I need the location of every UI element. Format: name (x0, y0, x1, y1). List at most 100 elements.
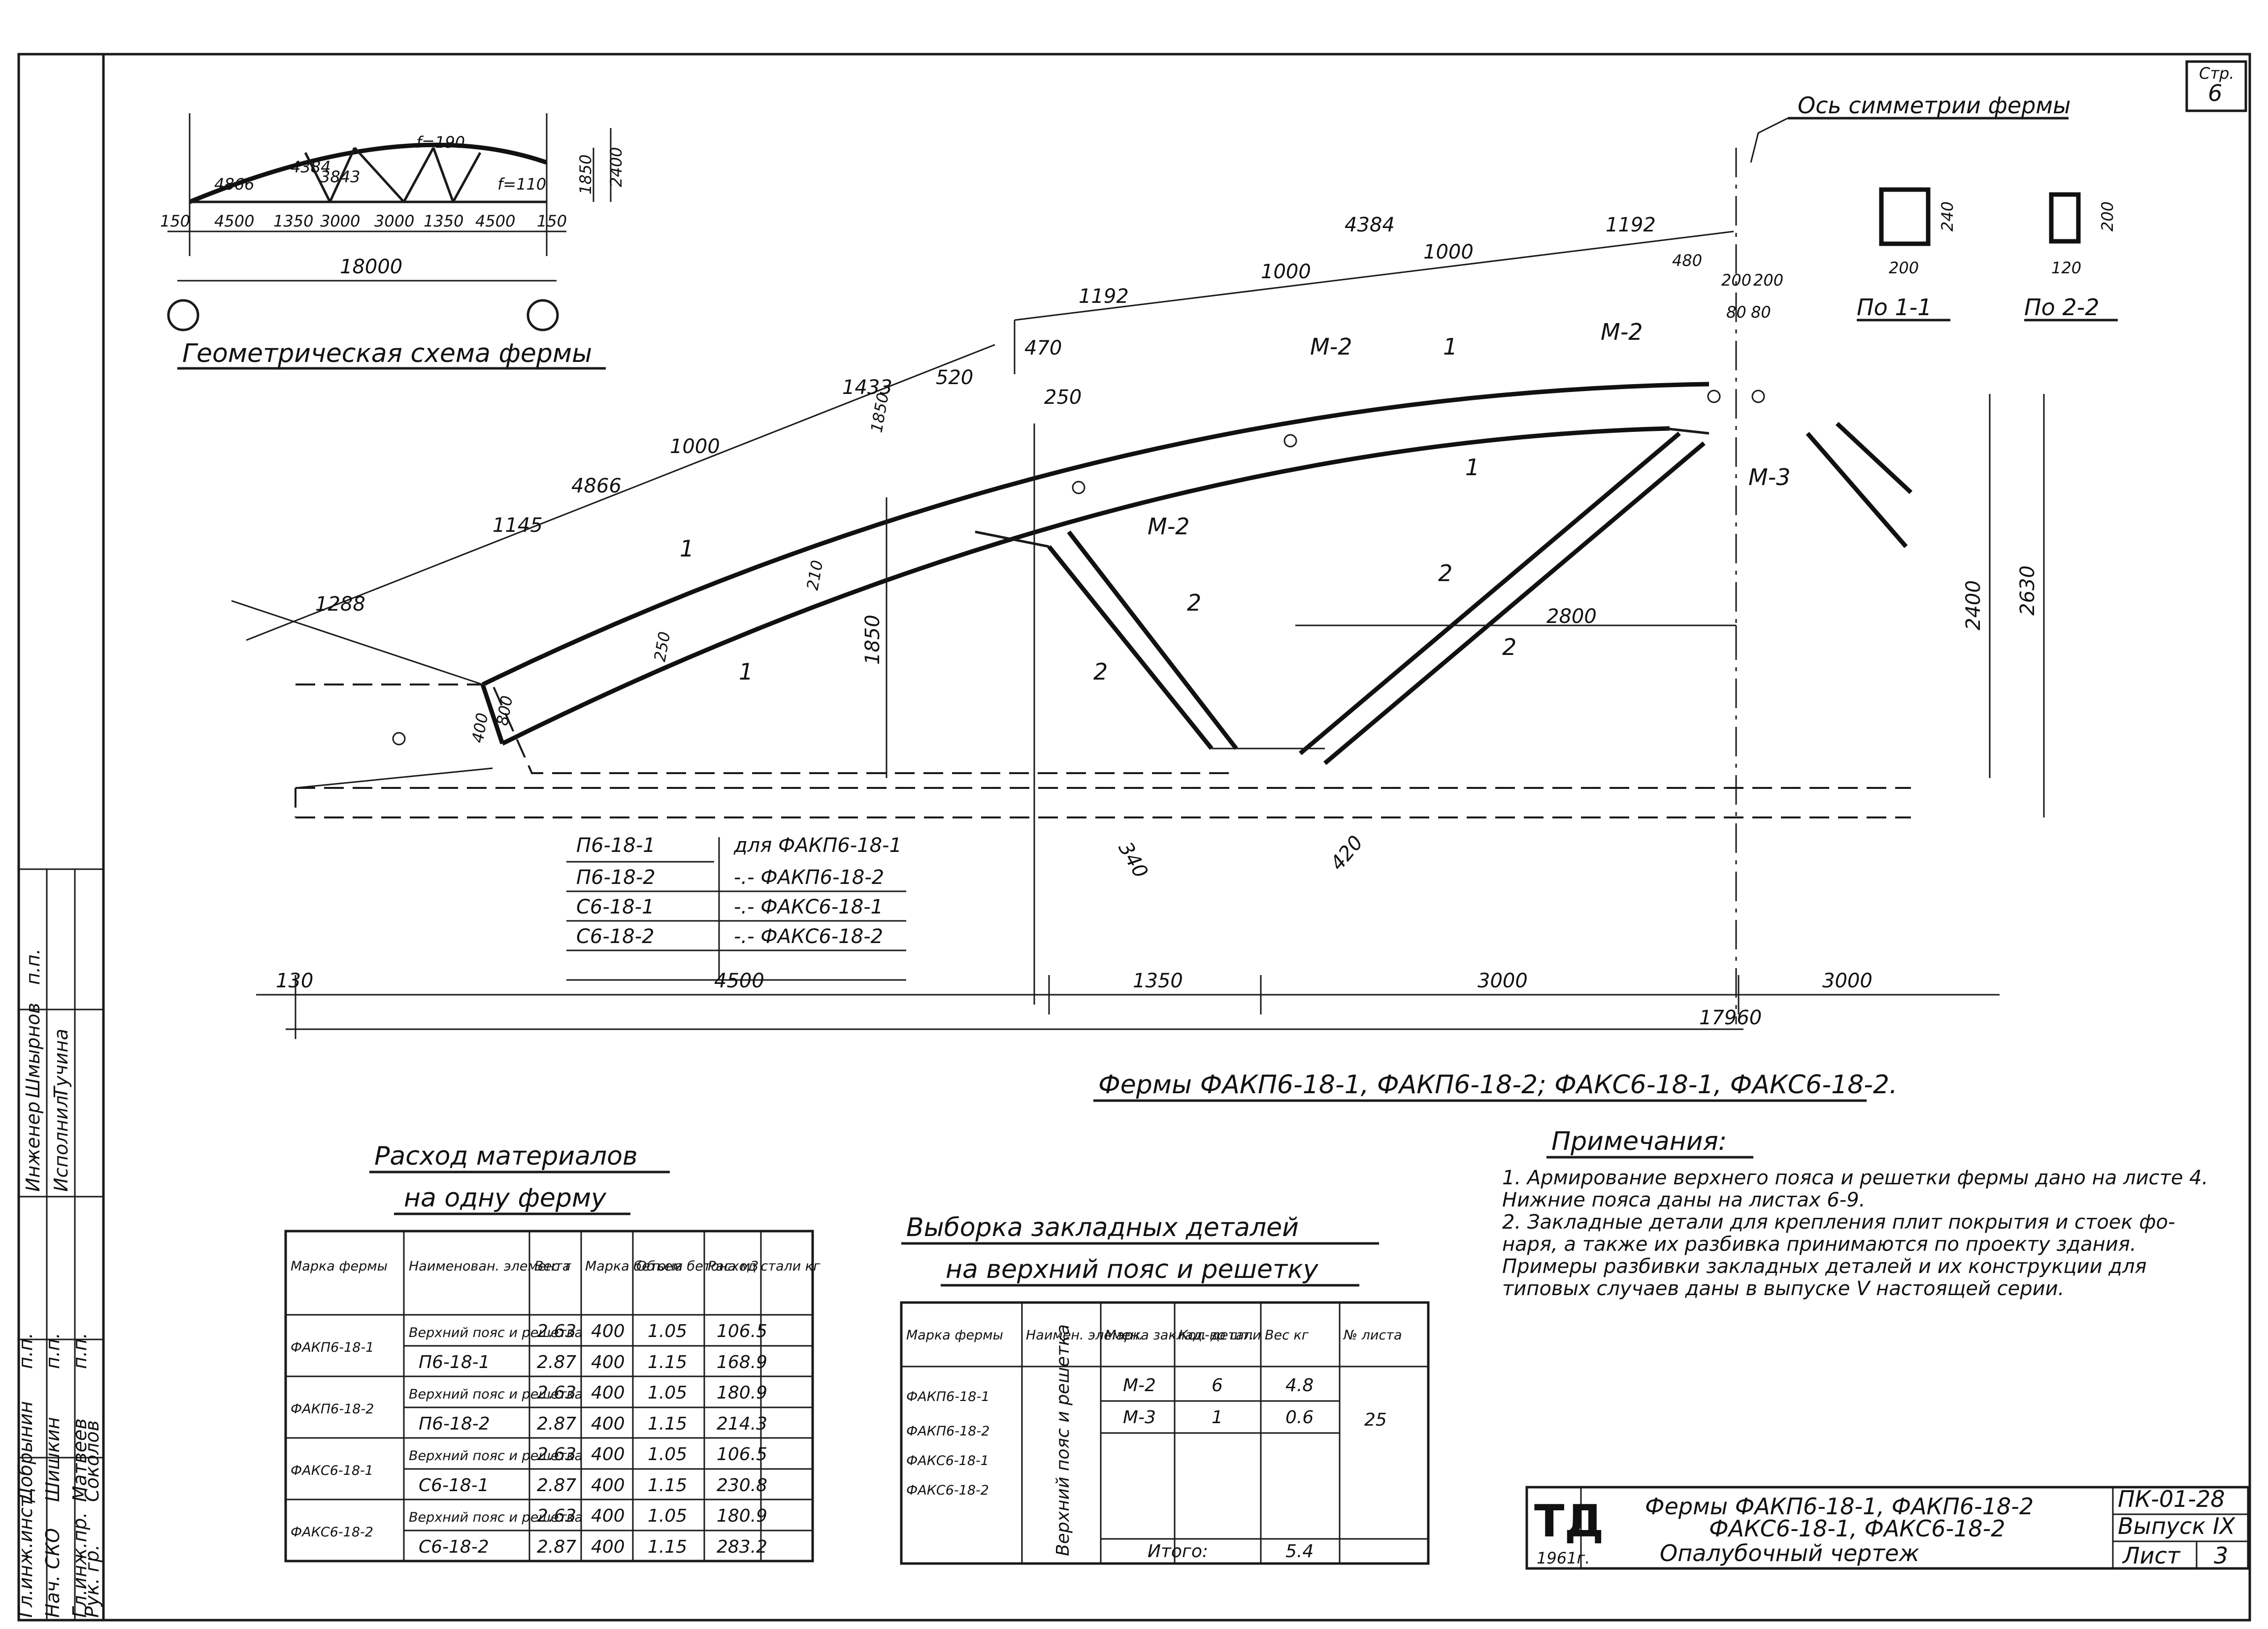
page-ref-box (2185, 60, 2247, 112)
scheme-dim-4: 3000 (320, 212, 360, 230)
stamp-name-5: Матвеев (69, 1418, 91, 1502)
stamp-role-3: Гл.инж.инст. (15, 1491, 36, 1618)
dim-chord-1433: 1433 (842, 376, 892, 399)
materials-r1-concrete: 400 (591, 1321, 625, 1341)
stamp-role-4: Нач. СКО (42, 1528, 64, 1618)
materials-r4-weight: 2.87 (537, 1414, 576, 1434)
notes-line-4: наря, а также их разбивка принимаются по… (1502, 1233, 2137, 1256)
materials-r1-mark: ФАКП6-18-1 (291, 1340, 374, 1355)
materials-r3-name: Верхний пояс и решетка (409, 1387, 583, 1402)
materials-header-mark: Марка фермы (291, 1259, 388, 1274)
materials-table: Расход материалов на одну ферму Марка фе… (284, 1141, 821, 1563)
embedded-m2-c: М-2 (1601, 319, 1643, 345)
embedded-header-qty: Кол-во шт. (1179, 1328, 1254, 1343)
section-1-1: 240 200 По 1-1 (1857, 187, 1957, 322)
stamp-sign-1: п.п. (22, 948, 44, 985)
embedded-r1-qty: 6 (1212, 1375, 1223, 1396)
materials-header-weight: Вес т (534, 1259, 572, 1274)
materials-header-volume: Объем бетона м3 (636, 1259, 758, 1274)
marker-2c: 2 (1438, 560, 1452, 586)
marker-1a: 1 (680, 535, 694, 562)
embedded-mark-2: ФАКП6-18-2 (906, 1424, 989, 1439)
title-issue: Выпуск IX (2118, 1513, 2235, 1539)
dim-top-1192a: 1192 (1606, 214, 1656, 236)
scheme-dim-3: 1350 (273, 212, 313, 230)
materials-r8-volume: 1.15 (648, 1537, 687, 1557)
legend-desc-2: -.- ФАКП6-18-2 (734, 866, 884, 889)
stamp-role-6: Рук. гр. (81, 1544, 103, 1618)
embedded-parts-table: Выборка закладных деталей на верхний поя… (900, 1213, 1430, 1565)
embedded-part-icon (1751, 390, 1765, 403)
legend-code-3: С6-18-1 (576, 896, 655, 918)
dim-top-250: 250 (1044, 386, 1082, 409)
embedded-m3: М-3 (1748, 464, 1791, 490)
materials-title-2: на одну ферму (404, 1183, 607, 1213)
dim-chord-520: 520 (936, 366, 973, 389)
section-1-title: По 1-1 (1857, 294, 1932, 321)
embedded-part-icon (392, 732, 406, 746)
legend-table: П6-18-1 для ФАКП6-18-1 П6-18-2 -.- ФАКП6… (566, 834, 906, 981)
embedded-r1-part: М-2 (1123, 1375, 1156, 1396)
materials-r2-weight: 2.87 (537, 1352, 576, 1372)
outer-frame (17, 53, 2251, 1622)
embedded-total-value: 5.4 (1285, 1541, 1314, 1562)
materials-header-concrete: Марка бетона (585, 1259, 683, 1274)
stamp-name-4: Шишкин (42, 1417, 64, 1502)
embedded-title-2: на верхний пояс и решетку (946, 1255, 1319, 1284)
materials-r7-weight: 2.63 (537, 1506, 576, 1526)
dim-top-total: 4384 (1345, 214, 1395, 236)
dim-top-1192b: 1192 (1079, 285, 1129, 308)
truss-caption: Фермы ФАКП6-18-1, ФАКП6-18-2; ФАКС6-18-1… (1098, 1070, 1898, 1100)
notes-line-2: Нижние пояса даны на листах 6-9. (1502, 1189, 1865, 1211)
section-2-2: 200 120 По 2-2 (2024, 192, 2118, 322)
diagonal-mid-outer (1299, 431, 1681, 755)
section-2-title: По 2-2 (2024, 294, 2100, 321)
bottom-dim-4500: 4500 (714, 970, 764, 992)
embedded-element: Верхний пояс и решетка (1053, 1324, 1073, 1556)
title-line-3: Опалубочный чертеж (1660, 1540, 1919, 1566)
marker-1b: 1 (739, 658, 753, 685)
materials-r4-volume: 1.15 (648, 1414, 687, 1434)
marker-2a: 2 (1187, 589, 1201, 616)
materials-r4-steel: 214.3 (717, 1414, 767, 1434)
marker-2b: 2 (1093, 658, 1108, 685)
dim-top-200a: 200 (1721, 271, 1751, 290)
dim-height-2630: 2630 (2016, 565, 2039, 616)
materials-r1-name: Верхний пояс и решетка (409, 1325, 583, 1340)
dim-section-800: 800 (493, 694, 516, 727)
materials-r1-steel: 106.5 (717, 1321, 767, 1341)
materials-r7-volume: 1.05 (648, 1506, 687, 1526)
dim-section-400: 400 (468, 712, 492, 745)
diagonal-right (1806, 432, 1908, 548)
dim-chord-4866: 4866 (571, 475, 622, 497)
materials-r2-volume: 1.15 (648, 1352, 687, 1372)
dim-top-480: 480 (1672, 251, 1702, 270)
page-ref-label: Стр. (2199, 64, 2234, 83)
embedded-r2-qty: 1 (1212, 1407, 1223, 1428)
materials-r6-name: С6-18-1 (419, 1475, 489, 1496)
title-sheet-no: 3 (2214, 1542, 2228, 1569)
materials-r1-volume: 1.05 (648, 1321, 687, 1341)
scheme-dim-8: 150 (537, 212, 567, 230)
stamp-role-5: Гл.инж.пр. (69, 1512, 91, 1618)
materials-r5-volume: 1.05 (648, 1444, 687, 1465)
embedded-mark-4: ФАКС6-18-2 (906, 1483, 989, 1498)
materials-r1-weight: 2.63 (537, 1321, 576, 1341)
embedded-m2-b: М-2 (1148, 513, 1190, 540)
stamp-name-1: Шмырнов (22, 1003, 44, 1098)
right-support-icon (526, 299, 559, 331)
dim-section-210: 210 (803, 559, 826, 592)
materials-r3-concrete: 400 (591, 1383, 625, 1403)
embedded-mark-1: ФАКП6-18-1 (906, 1389, 989, 1404)
materials-r3-mark: ФАКП6-18-2 (291, 1401, 374, 1417)
embedded-part-icon (1072, 481, 1085, 494)
dim-top-470: 470 (1024, 337, 1062, 359)
embedded-sheet-no: 25 (1364, 1410, 1387, 1430)
bottom-dimensions: 130 4500 1350 3000 3000 17960 (256, 970, 2000, 1039)
embedded-part-icon (1707, 390, 1721, 403)
scheme-dim-1: 150 (160, 212, 190, 230)
notes-line-6: типовых случаев даны в выпуске V настоящ… (1502, 1277, 2064, 1300)
materials-title-1: Расход материалов (374, 1141, 638, 1171)
scheme-total: 18000 (340, 256, 402, 278)
